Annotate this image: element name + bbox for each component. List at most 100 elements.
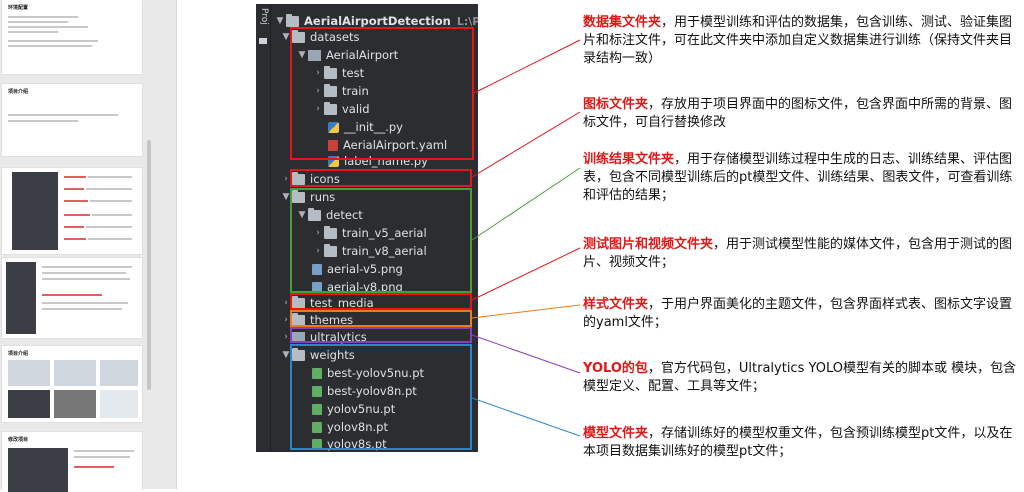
- folder-icon: [292, 347, 305, 361]
- chevron-right-icon[interactable]: ›: [284, 298, 288, 308]
- chevron-down-icon[interactable]: ▼: [298, 50, 306, 60]
- folder-icon: [292, 295, 305, 309]
- project-tool-strip: Proj: [256, 4, 271, 452]
- annotation-ultralytics: YOLO的包，官方代码包，Ultralytics YOLO模型有关的脚本或 模块…: [583, 360, 1023, 396]
- tree-item-aerial-v8-png[interactable]: aerial-v8.png: [312, 278, 403, 296]
- chevron-right-icon[interactable]: ›: [316, 246, 320, 256]
- annotation-test-media: 测试图片和视频文件夹，用于测试模型性能的媒体文件，包含用于测试的图片、视频文件；: [583, 236, 1023, 272]
- slide-thumbnail[interactable]: [2, 258, 142, 338]
- model-file-icon: [312, 438, 322, 450]
- tree-item-themes[interactable]: ›themes: [280, 311, 353, 329]
- annotation-icons: 图标文件夹，存放用于项目界面中的图标文件，包含界面中所需的背景、图标文件，可自行…: [583, 96, 1023, 132]
- tree-item-runs[interactable]: ▼runs: [280, 188, 335, 206]
- tree-item-best-yolov5nu-pt[interactable]: best-yolov5nu.pt: [312, 364, 424, 382]
- tree-root-name: AerialAirportDetection: [304, 14, 451, 28]
- connector-line-runs: [471, 167, 581, 241]
- annotation-text: ，存储训练好的模型权重文件，包含预训练模型pt文件，以及在本项目数据集训练好的模…: [583, 426, 1013, 459]
- highlight-box-themes: [290, 310, 472, 327]
- project-tool-label[interactable]: Proj: [259, 8, 269, 25]
- tree-item-init-py[interactable]: __init__.py: [328, 118, 403, 136]
- slide-thumbnail[interactable]: [2, 168, 142, 254]
- annotation-text: ，用于存储模型训练过程中生成的日志、训练结果、评估图表，包含不同模型训练后的pt…: [583, 152, 1013, 203]
- annotation-weights: 模型文件夹，存储训练好的模型权重文件，包含预训练模型pt文件，以及在本项目数据集…: [583, 425, 1023, 461]
- annotation-datasets: 数据集文件夹，用于模型训练和评估的数据集，包含训练、测试、验证集图片和标注文件，…: [583, 14, 1023, 68]
- image-file-icon: [312, 263, 322, 275]
- package-folder-icon: [292, 331, 305, 343]
- folder-icon: [324, 83, 337, 97]
- tree-item-yolov5nu-pt[interactable]: yolov5nu.pt: [312, 400, 395, 418]
- slide-thumbnail[interactable]: 修改项目: [2, 432, 142, 492]
- tree-item-train[interactable]: ›train: [312, 82, 369, 100]
- annotation-themes: 样式文件夹，于用户界面美化的主题文件，包含界面样式表、图标文字设置的yaml文件…: [583, 296, 1023, 332]
- tree-item-aerial-v5-png[interactable]: aerial-v5.png: [312, 260, 403, 278]
- chevron-down-icon[interactable]: ▼: [276, 16, 284, 26]
- model-file-icon: [312, 421, 322, 433]
- tree-item-detect[interactable]: ▼detect: [296, 206, 363, 224]
- model-file-icon: [312, 367, 322, 379]
- tree-item-icons[interactable]: ›icons: [280, 170, 340, 188]
- chevron-right-icon[interactable]: ›: [316, 104, 320, 114]
- annotation-text: ，用于模型训练和评估的数据集，包含训练、测试、验证集图片和标注文件，可在此文件夹…: [583, 15, 1013, 66]
- highlight-box-ultralytics: [290, 327, 472, 343]
- python-file-icon: [328, 155, 339, 167]
- folder-icon: [292, 29, 305, 43]
- chevron-down-icon[interactable]: ▼: [282, 32, 290, 42]
- connector-line-themes: [471, 304, 581, 319]
- highlight-box-weights: [290, 344, 472, 450]
- folder-icon: [292, 171, 305, 185]
- chevron-right-icon[interactable]: ›: [316, 86, 320, 96]
- tree-item-yolov8n-pt[interactable]: yolov8n.pt: [312, 418, 388, 436]
- tree-item-valid[interactable]: ›valid: [312, 100, 370, 118]
- connector-line-ultralytics: [471, 334, 581, 374]
- slide-thumbnail-title: 项目介绍: [8, 351, 29, 357]
- chevron-right-icon[interactable]: ›: [284, 332, 288, 342]
- slide-thumbnail[interactable]: 环境配置: [2, 0, 142, 74]
- tree-item-yolov8s-pt[interactable]: yolov8s.pt: [312, 435, 387, 452]
- tree-item-aerialairport-yaml[interactable]: AerialAirport.yaml: [328, 136, 447, 154]
- annotation-text: ，用于测试模型性能的媒体文件，包含用于测试的图片、视频文件；: [583, 237, 1013, 270]
- yaml-file-icon: [328, 139, 338, 151]
- annotation-title: 训练结果文件夹: [583, 152, 675, 167]
- tree-item-label-name-py[interactable]: label_name.py: [328, 152, 428, 170]
- chevron-right-icon[interactable]: ›: [316, 68, 320, 78]
- highlight-box-test-media: [290, 293, 472, 310]
- annotation-title: 样式文件夹: [583, 297, 649, 312]
- slide-thumbnail[interactable]: 项目介绍: [2, 84, 142, 156]
- tree-item-train-v5-aerial[interactable]: ›train_v5_aerial: [312, 224, 427, 242]
- connector-line-datasets: [473, 39, 581, 94]
- tree-item-best-yolov8n-pt[interactable]: best-yolov8n.pt: [312, 382, 417, 400]
- model-file-icon: [312, 385, 322, 397]
- annotation-title: 图标文件夹: [583, 97, 649, 112]
- tree-item-ultralytics[interactable]: ›ultralytics: [280, 328, 367, 346]
- slide-thumbnail[interactable]: 项目介绍: [2, 346, 142, 422]
- connector-line-weights: [471, 397, 581, 437]
- image-file-icon: [312, 281, 322, 293]
- slide-thumbnail-pane: 环境配置 项目介绍 项目介绍 修改项目: [0, 0, 177, 492]
- chevron-right-icon[interactable]: ›: [284, 174, 288, 184]
- tree-item-test-media[interactable]: ›test_media: [280, 294, 374, 312]
- thumbnail-scrollbar[interactable]: [146, 10, 152, 470]
- tree-item-weights[interactable]: ▼weights: [280, 346, 355, 364]
- chevron-down-icon[interactable]: ▼: [282, 350, 290, 360]
- folder-icon: [286, 13, 299, 27]
- tree-root[interactable]: ▼ AerialAirportDetection L:\Pytho: [274, 12, 478, 30]
- tree-item-datasets[interactable]: ▼datasets: [280, 28, 359, 46]
- tree-item-train-v8-aerial[interactable]: ›train_v8_aerial: [312, 242, 427, 260]
- folder-icon: [324, 65, 337, 79]
- highlight-box-runs: [290, 188, 472, 293]
- tree-item-aerialairport[interactable]: ▼AerialAirport: [296, 46, 399, 64]
- slide-thumbnail-title: 项目介绍: [8, 89, 29, 95]
- python-file-icon: [328, 121, 339, 133]
- chevron-down-icon[interactable]: ▼: [282, 192, 290, 202]
- tree-item-test[interactable]: ›test: [312, 64, 364, 82]
- connector-line-icons: [471, 111, 581, 178]
- chevron-right-icon[interactable]: ›: [284, 315, 288, 325]
- annotation-title: 数据集文件夹: [583, 15, 662, 30]
- chevron-right-icon[interactable]: ›: [316, 228, 320, 238]
- folder-icon: [308, 207, 321, 221]
- annotation-text: ，于用户界面美化的主题文件，包含界面样式表、图标文字设置的yaml文件；: [583, 297, 1013, 330]
- chevron-down-icon[interactable]: ▼: [298, 210, 306, 220]
- model-file-icon: [312, 403, 322, 415]
- highlight-box-datasets: [290, 27, 474, 160]
